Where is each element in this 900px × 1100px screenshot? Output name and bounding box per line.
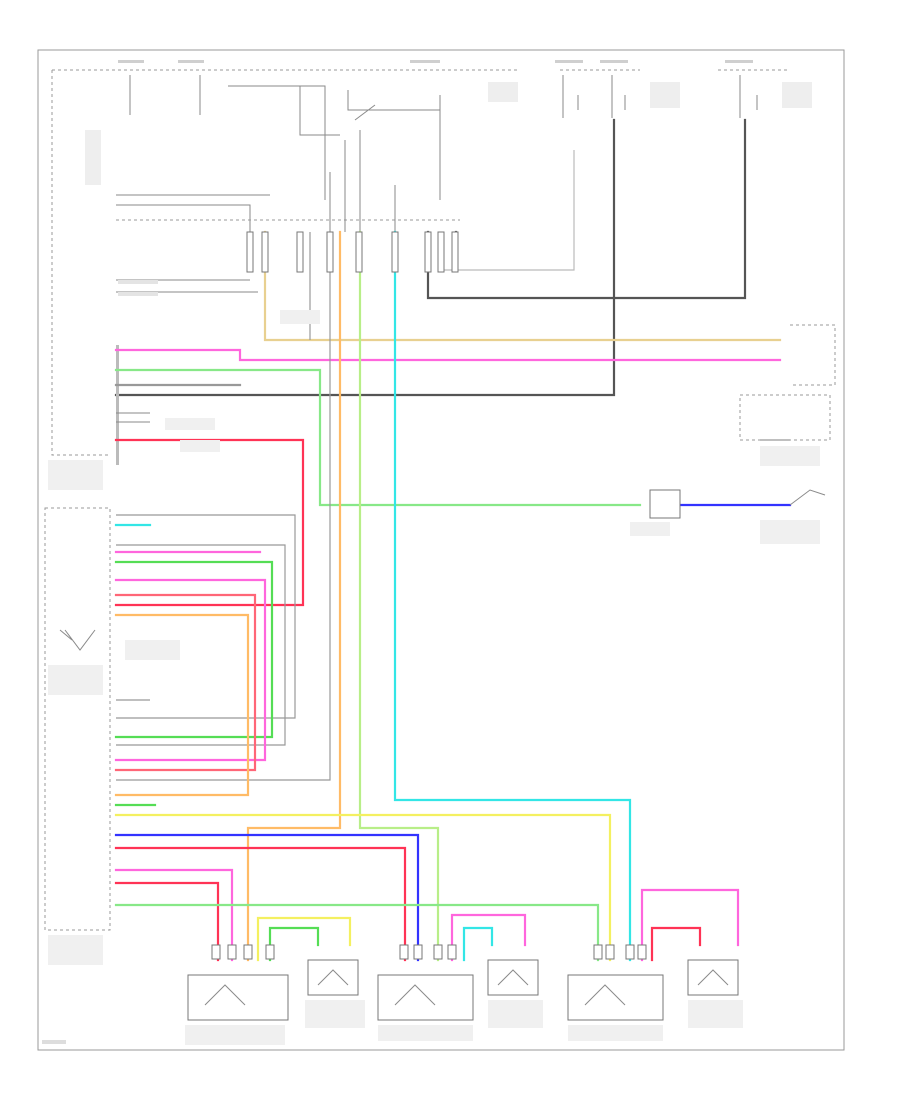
fuse-relay-block (52, 69, 790, 232)
right-front-power-window-motor (187, 974, 289, 1021)
connector-markers (211, 231, 647, 960)
right-rear-power-window-motor (567, 974, 664, 1021)
left-front-window-motor-connector (649, 489, 826, 519)
unreadable-label-blocks (42, 280, 820, 1045)
left-front-door-lock-switch (739, 324, 836, 441)
motor-wiring-bundle (114, 833, 740, 962)
main-body-ecu (51, 70, 258, 465)
ecu-wires (114, 230, 792, 607)
left-rear-window-switch (487, 959, 539, 996)
left-rear-power-window-motor (377, 974, 474, 1021)
front-passenger-switch (307, 959, 359, 996)
top-labels (85, 60, 812, 185)
right-rear-window-switch (687, 959, 739, 996)
power-window-master-switch (44, 507, 612, 962)
diagram-frame (37, 49, 845, 1051)
